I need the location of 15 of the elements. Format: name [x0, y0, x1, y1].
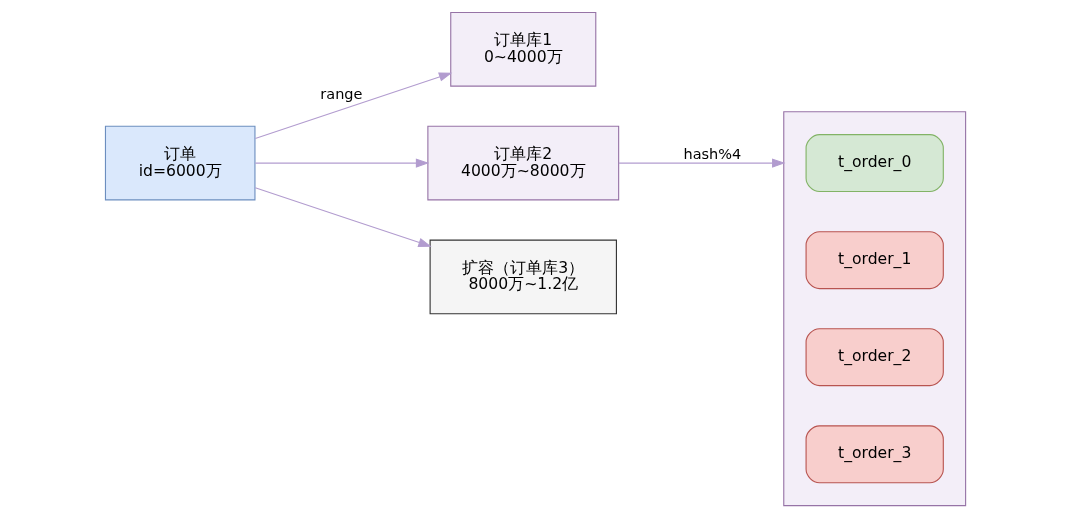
node-box: 订单库2 4000万~8000万: [427, 125, 620, 201]
node-box: 订单库1 0~4000万: [450, 11, 597, 87]
node-box: t_order_3: [805, 425, 944, 484]
arrow: [254, 187, 432, 247]
edge-label: range: [320, 85, 363, 102]
node-box: t_order_2: [805, 328, 944, 387]
node-box: t_order_0: [805, 134, 944, 193]
node-box: 订单 id=6000万: [104, 125, 256, 201]
arrow: [618, 158, 786, 168]
edge-label: hash%4: [683, 146, 742, 163]
node-box: t_order_1: [805, 231, 944, 290]
arrow: [254, 158, 430, 168]
arrow: [254, 72, 453, 139]
cluster: [783, 111, 967, 507]
node-box: 扩容（订单库3） 8000万~1.2亿: [429, 239, 617, 315]
